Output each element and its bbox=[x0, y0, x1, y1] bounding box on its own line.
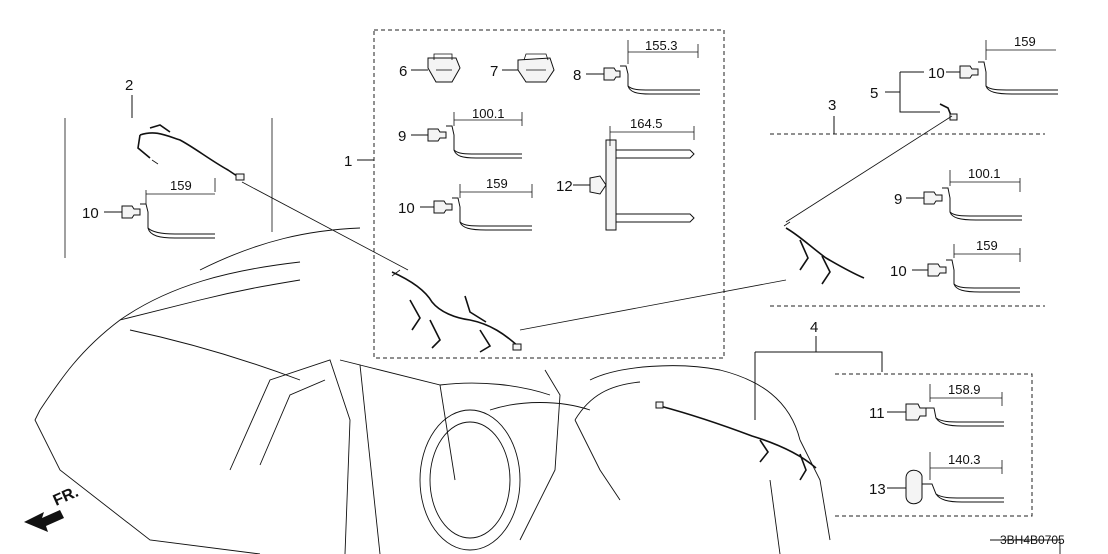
dim-part-12: 164.5 bbox=[630, 116, 663, 131]
clip-part-9-center: 9 100.1 bbox=[398, 106, 523, 159]
panel-part-3: 3 bbox=[770, 97, 1045, 307]
callout-10-top-right: 10 bbox=[928, 65, 945, 82]
callout-12: 12 bbox=[556, 178, 573, 195]
harness-right bbox=[783, 221, 865, 285]
callout-3: 3 bbox=[828, 97, 836, 114]
clip-part-7: 7 bbox=[490, 53, 555, 83]
clip-part-11: 11 158.9 bbox=[869, 382, 1004, 427]
clip-part-10-right: 10 159 bbox=[890, 238, 1021, 293]
callout-10-left: 10 bbox=[82, 205, 99, 222]
callout-4: 4 bbox=[810, 319, 818, 336]
harness-center bbox=[391, 269, 522, 353]
clip-part-12: 12 164.5 bbox=[556, 116, 695, 231]
callout-11: 11 bbox=[869, 405, 885, 422]
direction-label: FR. bbox=[51, 484, 81, 510]
clip-part-10-top-right: 10 159 bbox=[928, 34, 1058, 95]
callout-8: 8 bbox=[573, 67, 581, 84]
dim-part-13: 140.3 bbox=[948, 452, 981, 467]
callout-1: 1 bbox=[344, 153, 352, 170]
dim-part-10-top-right: 159 bbox=[1014, 34, 1036, 49]
callout-7: 7 bbox=[490, 63, 498, 80]
clip-part-10-center: 10 159 bbox=[398, 176, 533, 231]
dim-part-10-center: 159 bbox=[486, 176, 508, 191]
callout-10-right: 10 bbox=[890, 263, 907, 280]
callout-9-right: 9 bbox=[894, 191, 902, 208]
callout-5: 5 bbox=[870, 85, 878, 102]
dim-part-10-right: 159 bbox=[976, 238, 998, 253]
harness-bottom bbox=[655, 401, 817, 481]
dim-part-8: 155.3 bbox=[645, 38, 678, 53]
clip-part-10-left: 10 159 bbox=[82, 178, 216, 239]
panel-part-2: 2 bbox=[64, 77, 273, 258]
dim-part-9-right: 100.1 bbox=[968, 166, 1001, 181]
callout-2: 2 bbox=[125, 77, 133, 94]
part-code: 3BH4B0705 bbox=[1000, 533, 1065, 547]
dim-part-10-left: 159 bbox=[170, 178, 192, 193]
clip-part-8: 8 155.3 bbox=[573, 38, 700, 95]
panel-part-4: 4 bbox=[754, 319, 1033, 517]
fr-arrow-icon bbox=[24, 510, 64, 532]
clip-part-6: 6 bbox=[399, 53, 461, 83]
car-body-outline bbox=[34, 227, 1061, 554]
callout-10-center: 10 bbox=[398, 200, 415, 217]
callout-13: 13 bbox=[869, 481, 886, 498]
dim-part-11: 158.9 bbox=[948, 382, 981, 397]
clip-part-5: 5 bbox=[870, 71, 958, 121]
callout-9-center: 9 bbox=[398, 128, 406, 145]
dim-part-9-center: 100.1 bbox=[472, 106, 505, 121]
clip-part-13: 13 140.3 bbox=[869, 452, 1004, 505]
callout-6: 6 bbox=[399, 63, 407, 80]
clip-part-9-right: 9 100.1 bbox=[894, 166, 1022, 221]
leader-lines bbox=[241, 115, 953, 331]
panel-part-1: 1 bbox=[344, 29, 725, 359]
